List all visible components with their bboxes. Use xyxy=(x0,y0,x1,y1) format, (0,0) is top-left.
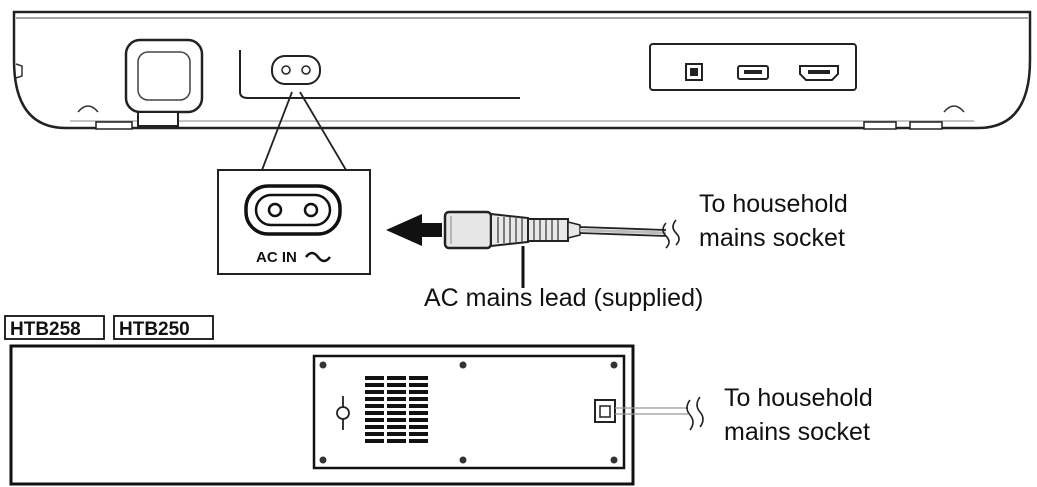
vent-slot xyxy=(365,390,384,394)
connector-panel xyxy=(649,43,857,91)
vent-slot xyxy=(365,376,384,380)
vent-slot xyxy=(387,418,406,422)
vent-slot xyxy=(409,383,428,387)
ac-wave-icon xyxy=(305,251,331,263)
subwoofer-connector-plate xyxy=(312,354,626,470)
pairing-symbol-icon xyxy=(336,396,350,430)
model-label-htb258: HTB258 xyxy=(10,319,81,340)
vent-slot xyxy=(409,390,428,394)
vent-slot xyxy=(409,397,428,401)
optical-port-icon xyxy=(685,63,703,81)
vent-slot xyxy=(387,383,406,387)
vent-slot xyxy=(365,418,384,422)
vent-slot xyxy=(387,404,406,408)
ac-mains-plug xyxy=(443,210,581,250)
ac-mains-lead-label: AC mains lead (supplied) xyxy=(424,284,703,312)
vent-slot xyxy=(387,376,406,380)
vent-slot xyxy=(387,439,406,443)
vent-slot xyxy=(387,432,406,436)
vent-slot xyxy=(409,425,428,429)
vent-slot xyxy=(365,397,384,401)
vent-slot xyxy=(387,390,406,394)
vent-grille xyxy=(365,376,428,443)
household-socket-label-2b: mains socket xyxy=(724,418,870,446)
vent-slot xyxy=(387,411,406,415)
vent-slot xyxy=(409,404,428,408)
vent-slot xyxy=(365,439,384,443)
wall-mount-bracket xyxy=(124,38,204,127)
household-socket-label-1a: To household xyxy=(699,190,848,218)
vent-slot xyxy=(365,411,384,415)
model-label-htb250: HTB250 xyxy=(119,319,190,340)
mains-cable xyxy=(579,219,680,249)
subwoofer-ac-inlet-icon xyxy=(594,399,616,423)
vent-slot xyxy=(409,418,428,422)
ac-socket-recess xyxy=(239,50,520,99)
subwoofer-mains-cable xyxy=(615,396,704,431)
soundbar-feet xyxy=(15,63,965,130)
model-badge-1: HTB258 xyxy=(4,315,105,340)
vent-slot xyxy=(409,432,428,436)
household-socket-label-2a: To household xyxy=(724,384,873,412)
ac-in-label: AC IN xyxy=(256,249,297,266)
zoom-callout-lines xyxy=(261,91,347,171)
model-badge-2: HTB250 xyxy=(113,315,214,340)
hdmi-port-icon xyxy=(799,65,839,81)
vent-slot xyxy=(387,425,406,429)
vent-slot xyxy=(387,397,406,401)
vent-slot xyxy=(409,439,428,443)
vent-slot xyxy=(365,383,384,387)
household-socket-label-1b: mains socket xyxy=(699,224,845,252)
vent-slot xyxy=(365,432,384,436)
vent-slot xyxy=(365,425,384,429)
ac-inlet-icon xyxy=(244,184,342,236)
vent-slot xyxy=(409,376,428,380)
insert-arrow-icon xyxy=(386,214,442,246)
ac-in-zoom-box: AC IN xyxy=(217,169,371,275)
usb-port-icon xyxy=(737,65,769,80)
vent-slot xyxy=(365,404,384,408)
vent-slot xyxy=(409,411,428,415)
